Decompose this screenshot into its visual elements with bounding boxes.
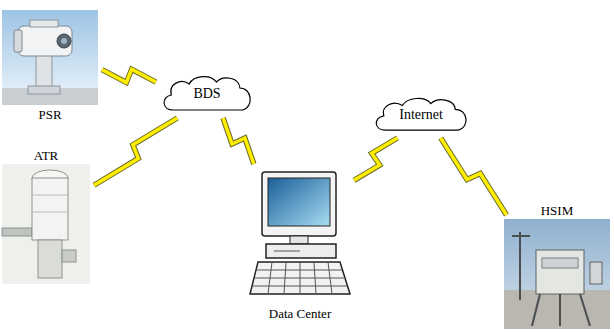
bolt-fill xyxy=(102,69,156,82)
bolt-outline xyxy=(441,138,507,215)
wireless-link xyxy=(94,118,177,185)
wireless-link xyxy=(223,118,254,164)
device-node: Data Center xyxy=(250,168,350,322)
bolt-outline xyxy=(354,138,397,180)
cloud-label: BDS xyxy=(193,86,220,102)
atr-photo xyxy=(2,164,90,284)
bolt-outline xyxy=(223,118,254,164)
cloud-label: Internet xyxy=(399,107,443,123)
psr-photo xyxy=(2,10,98,105)
bolt-fill xyxy=(441,138,507,215)
cloud-text-holder: Internet xyxy=(372,96,470,134)
network-cloud: BDS xyxy=(160,74,254,114)
device-label: HSIM xyxy=(541,203,574,219)
wireless-link xyxy=(102,69,156,82)
bolt-fill xyxy=(223,118,254,164)
hsim-photo xyxy=(504,219,610,329)
computer-icon xyxy=(250,172,350,294)
photo-frame xyxy=(250,168,350,298)
bolt-outline xyxy=(102,69,156,82)
device-node: HSIM xyxy=(504,203,610,329)
device-label: Data Center xyxy=(269,306,331,322)
cloud-path xyxy=(164,77,250,110)
device-label: PSR xyxy=(38,107,61,123)
device-node: ATR xyxy=(2,148,90,284)
photo-frame xyxy=(2,164,90,284)
photo-frame xyxy=(2,10,98,105)
device-label: ATR xyxy=(34,148,59,164)
bolt-outline xyxy=(94,118,177,185)
network-cloud: Internet xyxy=(372,96,470,134)
wireless-link xyxy=(441,138,507,215)
bolt-fill xyxy=(354,138,397,180)
bolt-fill xyxy=(94,118,177,185)
photo-frame xyxy=(504,219,610,329)
cloud-text-holder: BDS xyxy=(160,74,254,114)
wireless-link xyxy=(354,138,397,180)
device-node: PSR xyxy=(2,10,98,123)
cloud-path xyxy=(376,98,466,130)
